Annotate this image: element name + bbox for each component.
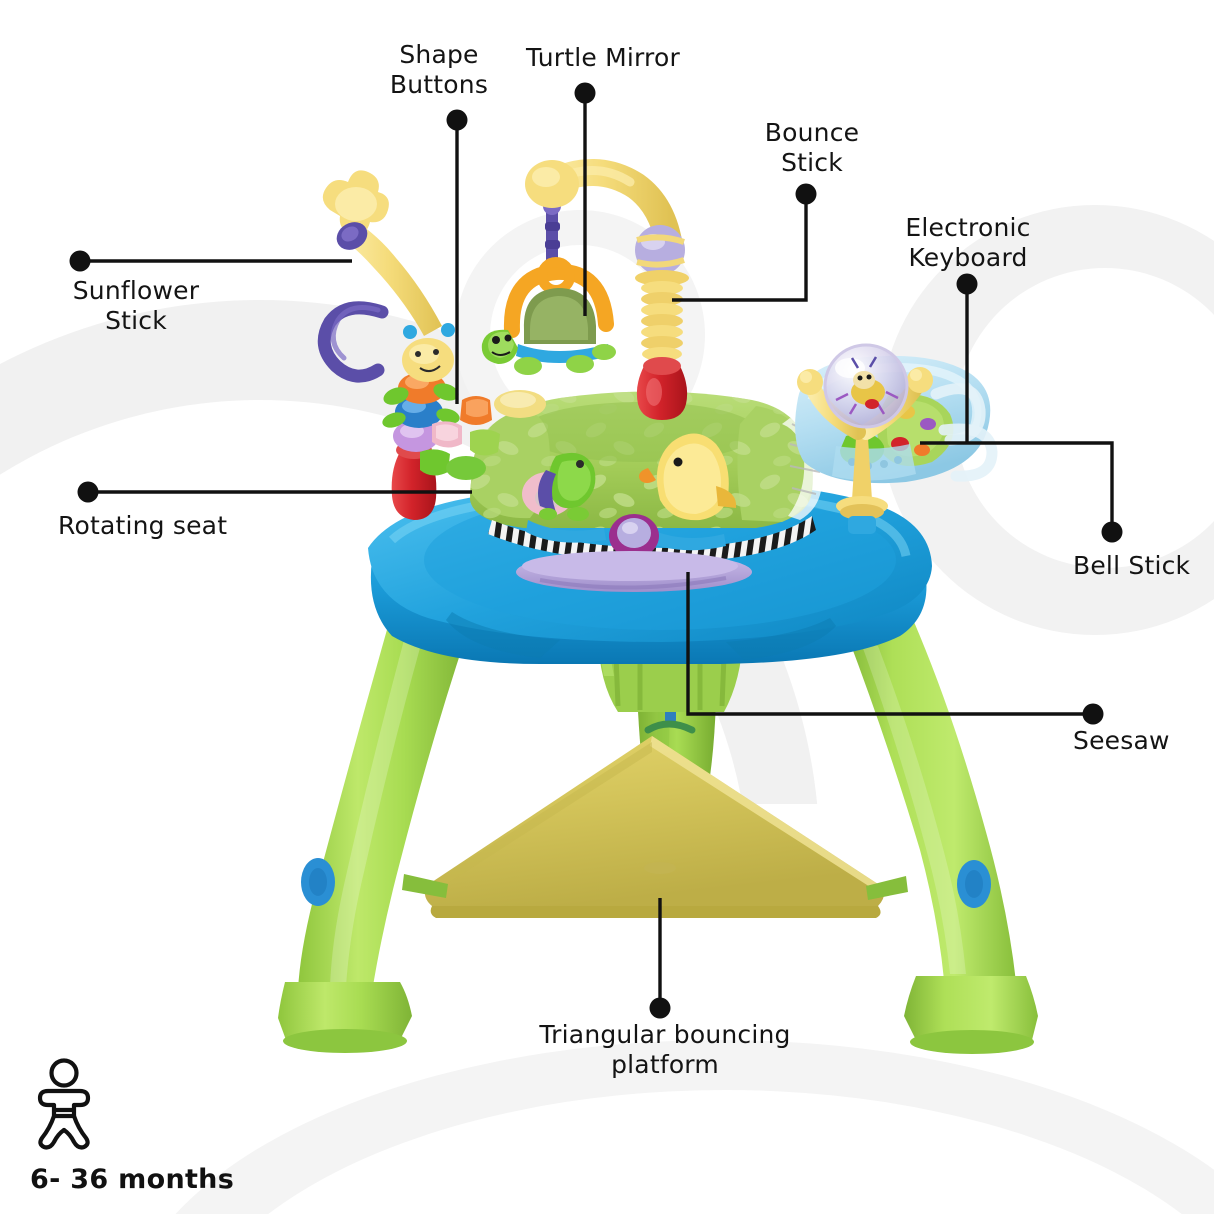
right-leg-foot [904, 976, 1038, 1046]
anchor-dot-turtle-mirror [574, 82, 596, 104]
sunflower-stick [317, 170, 460, 520]
toy-arch [525, 159, 684, 264]
callout-label-sunflower-stick: Sunflower Stick [72, 276, 200, 335]
anchor-dot-electronic-keyboard [956, 273, 978, 295]
seat-duck-toy [634, 433, 737, 551]
callout-label-bell-stick: Bell Stick [1073, 551, 1191, 580]
turtle-mirror [481, 197, 616, 375]
seesaw-tray [516, 551, 752, 592]
callout-leader-lines [80, 93, 1114, 1008]
callout-label-rotating-seat: Rotating seat [58, 511, 228, 540]
anchor-dot-shape-buttons [446, 109, 468, 131]
bounce-stick-bellows [641, 281, 683, 361]
anchor-dot-triangular-bouncing-platform [649, 997, 671, 1019]
triangular-bouncing-platform [424, 736, 885, 906]
callout-anchor-dots [69, 82, 1123, 1019]
callout-label-turtle-mirror: Turtle Mirror [526, 43, 680, 72]
baby-figure-icon [37, 1058, 91, 1150]
anchor-dot-bounce-stick [795, 183, 817, 205]
leader-line-bounce-stick [672, 194, 808, 302]
seat-turtle-toy [522, 452, 606, 543]
anchor-dot-rotating-seat [77, 481, 99, 503]
age-badge: 6- 36 months [30, 1058, 260, 1195]
anchor-dot-sunflower-stick [69, 250, 91, 272]
leader-line-bell-stick [920, 441, 1114, 532]
callout-label-shape-buttons: Shape Buttons [389, 40, 489, 99]
leader-line-seesaw [686, 572, 1093, 716]
shape-buttons [420, 390, 546, 480]
age-range-text: 6- 36 months [30, 1164, 235, 1195]
left-leg-foot [278, 982, 412, 1046]
bounce-stick [635, 225, 689, 420]
callout-label-seesaw: Seesaw [1073, 726, 1170, 755]
callout-label-electronic-keyboard: Electronic Keyboard [905, 213, 1031, 272]
seat-striped-trim [488, 516, 816, 562]
seat-spinner-knob [609, 514, 659, 558]
callout-label-triangular-bouncing-platform: Triangular bouncing platform [539, 1020, 791, 1079]
callout-label-bounce-stick: Bounce Stick [764, 118, 860, 177]
bell-stick [797, 343, 933, 534]
anchor-dot-seesaw [1082, 703, 1104, 725]
anchor-dot-bell-stick [1101, 521, 1123, 543]
left-leg [298, 612, 468, 992]
